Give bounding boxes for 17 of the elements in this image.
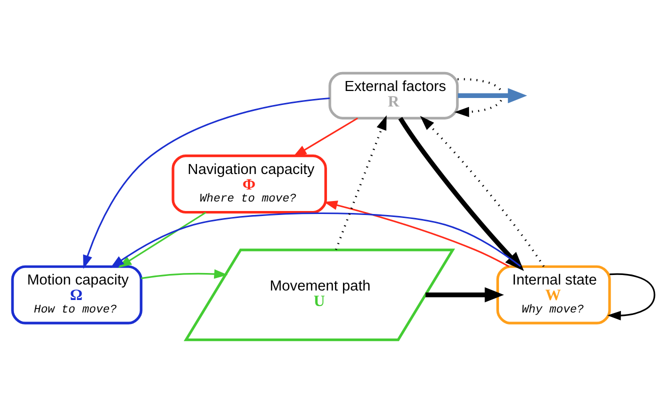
arrow [458, 88, 528, 103]
node-box: Navigation capacity Φ Where to move? [172, 154, 327, 214]
arrow [420, 115, 545, 266]
arrow [398, 116, 524, 271]
arrow [335, 114, 387, 250]
node-box: Motion capacity Ω How to move? [11, 264, 142, 324]
arrow [141, 268, 228, 279]
node-box: Internal state W Why move? [496, 264, 611, 324]
arrow [118, 211, 206, 268]
arrow [607, 272, 656, 320]
arrow [292, 117, 358, 156]
arrow [426, 286, 504, 302]
arrow [454, 78, 504, 117]
node-box: External factors R [328, 71, 459, 119]
arrow [324, 200, 510, 267]
arrow [83, 96, 330, 268]
arrow [110, 212, 521, 268]
